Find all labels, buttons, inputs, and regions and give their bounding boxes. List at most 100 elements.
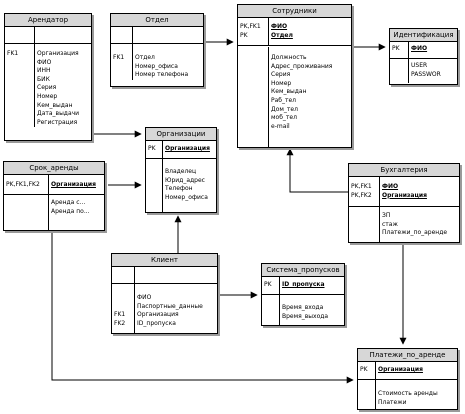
attribute-section: USER PASSWOR: [390, 59, 457, 83]
attr-name: моб_тел: [271, 114, 297, 122]
entity-organizacii[interactable]: Организации PK Организация Владелец Юрид_…: [145, 127, 217, 213]
pk-key: PK: [392, 45, 400, 52]
entity-platezhi[interactable]: Платежи_по_аренде PK Организация Стоимост…: [357, 348, 458, 410]
entity-title: Сотрудники: [238, 5, 351, 18]
attr-name: PASSWOR: [411, 70, 441, 78]
entity-title: Срок_аренды: [4, 162, 104, 175]
attr-name: Стоимость аренды: [378, 390, 438, 397]
attr-name: Владелец: [165, 168, 197, 175]
entity-srok-arendy[interactable]: Срок_аренды PK,FK1,FK2 Организация Аренда…: [3, 161, 105, 231]
attribute-section: Стоимость аренды Платежи: [358, 380, 457, 410]
pk-section: PK,FK1 ФИО PK Отдел: [238, 18, 351, 46]
entity-arendator[interactable]: Арендатор FK1 Организация ФИО ИНН БИК Сер…: [4, 13, 92, 141]
attr-name: Номер_офиса: [135, 62, 178, 70]
attr-name: Номер: [271, 79, 292, 87]
attr-name: Серия: [37, 84, 57, 92]
pk-name: Отдел: [271, 31, 293, 39]
entity-title: Организации: [146, 128, 216, 141]
attr-name: Телефон: [165, 185, 193, 193]
pk-key: PK: [148, 145, 156, 152]
attr-name: Номер телефона: [135, 71, 189, 79]
entity-title: Арендатор: [5, 14, 91, 27]
attr-name: Кем_выдан: [271, 88, 307, 96]
entity-sistema-propuskov[interactable]: Система_пропусков PK ID_пропуска Время_вх…: [261, 263, 345, 326]
attr-name: Паспортные_данные: [137, 302, 203, 310]
attribute-section: Время_входа Время_выхода: [262, 295, 344, 326]
pk-key: PK: [240, 31, 248, 39]
pk-name: Организация: [51, 181, 96, 188]
attr-name: Должность: [271, 54, 307, 61]
pk-section: PK Организация: [146, 141, 216, 159]
attr-name: Регистрация: [37, 118, 78, 126]
attr-name: Платежи: [378, 398, 407, 406]
attr-name: Организация: [137, 311, 179, 319]
attr-name: Платежи_по_аренде: [382, 229, 448, 237]
edge-srok-platezhi: [51, 232, 354, 384]
pk-key: PK,FK1: [240, 23, 261, 30]
entity-otdel[interactable]: Отдел FK1 Отдел Номер_офиса Номер телефон…: [110, 13, 204, 87]
attr-name: Время_входа: [282, 304, 324, 311]
attr-name: Номер_офиса: [165, 193, 208, 201]
entity-sotrudniki[interactable]: Сотрудники PK,FK1 ФИО PK Отдел Должность А…: [237, 4, 352, 148]
attr-name: Время_выхода: [282, 312, 329, 320]
entity-title: Система_пропусков: [262, 264, 344, 277]
entity-title: Клиент: [112, 254, 217, 267]
attr-name: e-mail: [271, 122, 290, 130]
entity-title: Платежи_по_аренде: [358, 349, 457, 362]
attr-name: USER: [411, 62, 428, 69]
pk-key: PK,FK1: [351, 183, 372, 190]
pk-name: Организация: [165, 145, 210, 152]
pk-section: PK ID_пропуска: [262, 277, 344, 295]
attr-name: Аренда по...: [51, 207, 90, 215]
attr-key: FK1: [114, 311, 126, 319]
pk-key: PK: [360, 366, 368, 373]
pk-section: [112, 267, 217, 284]
pk-section: [5, 27, 91, 44]
attribute-section: FK1 Отдел Номер_офиса Номер телефона: [111, 44, 203, 80]
pk-name: Организация: [382, 191, 427, 199]
pk-section: PK ФИО: [390, 42, 457, 59]
attr-key: FK1: [113, 54, 125, 61]
attr-key: FK2: [114, 319, 126, 327]
pk-name: ФИО: [411, 45, 428, 52]
attribute-section: ЗП стаж Платежи_по_аренде: [349, 207, 459, 243]
attr-name: БИК: [37, 75, 50, 83]
attr-name: ЗП: [382, 212, 391, 219]
pk-key: PK,FK1,FK2: [6, 181, 40, 188]
attr-name: Дом_тел: [271, 105, 298, 113]
pk-name: ФИО: [271, 23, 288, 30]
pk-section: [111, 27, 203, 44]
attr-name: Аренда с...: [51, 199, 86, 206]
entity-title: Отдел: [111, 14, 203, 27]
attr-name: Организация: [37, 50, 79, 57]
entity-identifikaciya[interactable]: Идентификация PK ФИО USER PASSWOR: [389, 28, 458, 85]
attr-name: Отдел: [135, 54, 155, 61]
attr-name: ИНН: [37, 67, 51, 75]
attr-name: Номер: [37, 92, 58, 100]
pk-section: PK Организация: [358, 362, 457, 380]
pk-section: PK,FK1 ФИО PK,FK2 Организация: [349, 177, 459, 207]
pk-name: ID_пропуска: [282, 281, 325, 288]
attr-name: Кем_выдан: [37, 101, 73, 109]
entity-title: Идентификация: [390, 29, 457, 42]
attr-name: ФИО: [37, 58, 52, 66]
pk-key: PK: [264, 281, 272, 288]
attribute-section: Должность Адрес_проживания Серия Номер К…: [238, 47, 351, 147]
attribute-section: FK1 Организация ФИО ИНН БИК Серия Номер К…: [5, 44, 91, 128]
attr-name: стаж: [382, 220, 398, 228]
pk-name: ФИО: [382, 183, 399, 190]
pk-key: PK,FK2: [351, 191, 372, 199]
entity-title: Бухгалтерия: [349, 164, 459, 177]
pk-name: Организация: [378, 366, 423, 373]
attr-name: Дата_выдачи: [37, 110, 80, 118]
attr-key: FK1: [7, 50, 19, 57]
attr-name: Юрид_адрес: [165, 176, 205, 184]
attribute-section: Аренда с... Аренда по...: [4, 195, 104, 231]
attr-name: Серия: [271, 71, 291, 79]
attr-name: ID_пропуска: [137, 319, 176, 327]
attr-name: Адрес_проживания: [271, 62, 333, 70]
